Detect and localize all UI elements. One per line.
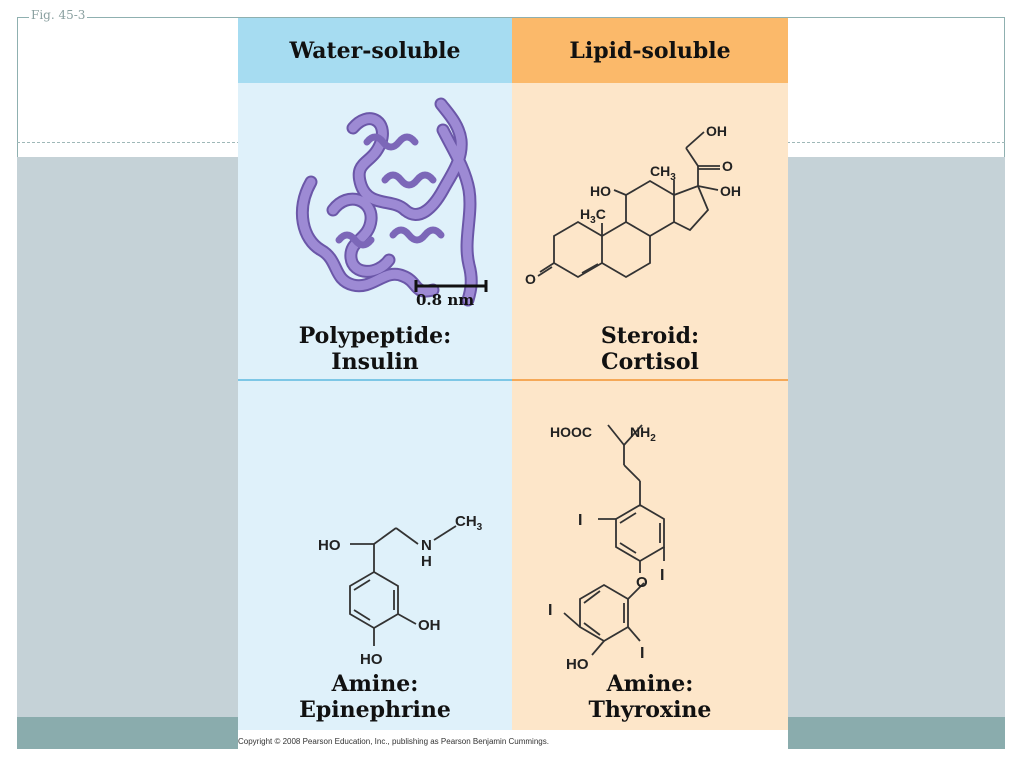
scale-bar-label: 0.8 nm <box>416 291 475 309</box>
thyroxine-iodine-3: I <box>548 602 552 619</box>
hormone-solubility-figure: Water-soluble Lipid-soluble <box>238 18 788 749</box>
epinephrine-ch3: CH3 <box>455 513 483 533</box>
caption-insulin-class: Polypeptide: <box>298 323 452 349</box>
panel-divider-right <box>512 379 788 381</box>
caption-epinephrine-class: Amine: <box>331 671 419 697</box>
thyroxine-iodine-2: I <box>660 567 664 584</box>
insulin-ribbon-structure <box>295 97 478 307</box>
thyroxine-iodine-1: I <box>578 512 582 529</box>
caption-thyroxine-class: Amine: <box>606 671 694 697</box>
caption-thyroxine: Amine: Thyroxine <box>512 671 788 723</box>
epinephrine-n: N <box>421 537 432 554</box>
epinephrine-ho-side: HO <box>318 537 341 554</box>
caption-cortisol: Steroid: Cortisol <box>512 323 788 375</box>
epinephrine-oh-ring: OH <box>418 617 441 634</box>
panel-divider-left <box>238 379 512 381</box>
cortisol-structure: OH CH3 O OH HO H3C O <box>525 123 741 287</box>
thyroxine-hooc: HOOC <box>550 424 592 440</box>
header-lipid-soluble: Lipid-soluble <box>512 18 788 83</box>
cortisol-oh-top: OH <box>706 123 727 139</box>
caption-epinephrine: Amine: Epinephrine <box>238 671 512 723</box>
caption-epinephrine-name: Epinephrine <box>299 697 451 723</box>
scale-bar <box>414 280 488 292</box>
cortisol-h3c: H3C <box>580 206 606 226</box>
figure-label: Fig. 45-3 <box>29 8 88 22</box>
panel-epinephrine <box>238 381 512 730</box>
epinephrine-ho-ring: HO <box>360 651 383 668</box>
epinephrine-h: H <box>421 553 432 570</box>
cortisol-ch3: CH3 <box>650 163 676 183</box>
caption-cortisol-name: Cortisol <box>601 349 699 375</box>
panel-cortisol <box>512 83 788 379</box>
cortisol-oh-side: OH <box>720 183 741 199</box>
cortisol-ring-o: O <box>525 271 536 287</box>
cortisol-ho: HO <box>590 183 611 199</box>
caption-cortisol-class: Steroid: <box>600 323 700 349</box>
copyright-notice: Copyright © 2008 Pearson Education, Inc.… <box>238 737 549 746</box>
caption-insulin: Polypeptide: Insulin <box>238 323 512 375</box>
cortisol-keto-o: O <box>722 158 733 174</box>
thyroxine-structure: HOOC NH2 I I I I O HO <box>548 424 665 673</box>
caption-insulin-name: Insulin <box>331 349 419 375</box>
header-water-soluble: Water-soluble <box>238 18 512 83</box>
thyroxine-nh2: NH2 <box>630 424 656 444</box>
caption-thyroxine-name: Thyroxine <box>588 697 712 723</box>
thyroxine-ho: HO <box>566 656 589 673</box>
thyroxine-bridge-o: O <box>636 574 648 591</box>
epinephrine-structure: HO N H CH3 OH HO <box>318 513 483 668</box>
thyroxine-iodine-4: I <box>640 645 644 662</box>
